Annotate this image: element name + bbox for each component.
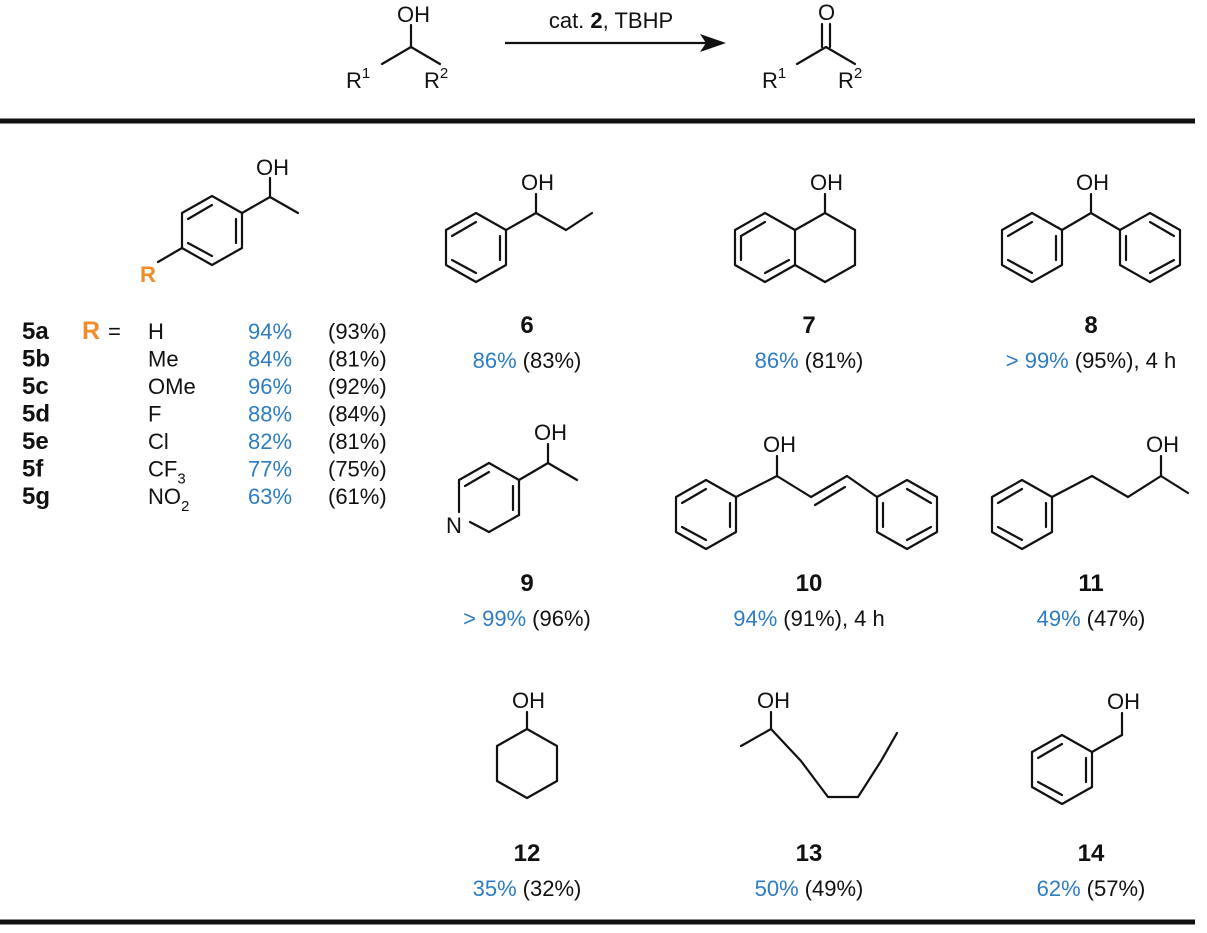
oh-label: OH [757,688,790,713]
oh-label: OH [1146,432,1179,457]
compound-label: 5g [22,483,50,510]
compound-captions: 6 86%(83%) 7 86%(81%) 8 > 99%(95%), 4 h 9 > 99%… [463,312,1176,901]
isolated-yield: (81%) [328,429,387,454]
conversion-yield: 88% [248,402,292,427]
isolated-yield: (84%) [328,402,387,427]
substituent-label: Cl [148,429,169,454]
compound-label: 11 [1078,570,1103,597]
compound-label: 8 [1084,312,1097,339]
series-5-table: 5a H 94% (93%) 5b Me 84% (81%) 5c OMe 96% (92%) 5d F 8… [22,318,387,515]
compound-yield: 86%(83%) [473,348,582,373]
substituent-label: OMe [148,374,196,399]
oh-label: OH [763,432,796,457]
product-r1-label: R1 [762,65,786,93]
conversion-yield: 84% [248,347,292,372]
compound-label: 5e [22,428,49,455]
reaction-arrow: cat. 2, TBHP [505,8,726,52]
conversion-yield: 77% [248,457,292,482]
r-substituent-label: R [140,262,156,287]
compound-yield: 49%(47%) [1037,606,1146,631]
compound-label: 9 [520,570,533,597]
structure-9: N OH [446,420,579,538]
r-equals-sign: = [108,319,121,344]
arrow-head-icon [700,34,726,52]
conversion-yield: 63% [248,484,292,509]
reactant-oh-label: OH [397,2,430,27]
reactant-alcohol: OH R1 R2 [346,2,448,93]
compound-yield: 35%(32%) [473,876,582,901]
oh-label: OH [256,155,289,180]
structure-8: OH [1000,170,1182,284]
structure-5-aryl-ethanol: OH R [140,155,300,287]
compound-label: 5b [22,346,50,373]
compound-yield: > 99%(95%), 4 h [1006,348,1177,373]
reaction-conditions: cat. 2, TBHP [549,8,673,33]
product-r2-label: R2 [838,65,862,93]
oh-label: OH [810,170,843,195]
compound-yield: 50%(49%) [755,876,864,901]
compound-label: 5c [22,373,49,400]
conversion-yield: 94% [248,319,292,344]
compound-yield: 86%(81%) [755,348,864,373]
substituent-label: H [148,319,164,344]
compound-yield: 62%(57%) [1037,876,1146,901]
compound-label: 7 [802,312,815,339]
oh-label: OH [534,420,567,445]
conversion-yield: 96% [248,374,292,399]
reaction-scheme: OH R1 R2 cat. 2, TBHP O R1 R2 [346,0,862,93]
structure-14: OH [1030,689,1140,806]
compound-label: 10 [796,570,823,597]
oh-label: OH [521,170,554,195]
compound-label: 5a [22,318,49,345]
compound-label: 14 [1078,840,1105,867]
product-ketone: O R1 R2 [762,0,862,93]
isolated-yield: (92%) [328,374,387,399]
compound-label: 13 [796,840,823,867]
isolated-yield: (93%) [328,319,387,344]
substituent-label: Me [148,347,179,372]
oh-label: OH [1076,170,1109,195]
compound-label: 5f [22,456,44,483]
compound-label: 6 [520,312,533,339]
reactant-r2-label: R2 [424,65,448,93]
isolated-yield: (75%) [328,457,387,482]
substituent-label: NO2 [148,484,189,515]
product-o-label: O [818,0,835,25]
compound-yield: 94%(91%), 4 h [733,606,885,631]
structure-11: OH [990,432,1190,551]
conversion-yield: 82% [248,429,292,454]
structure-12: OH [495,688,559,800]
structure-7: OH [733,170,857,284]
compound-yield: > 99%(96%) [463,606,591,631]
isolated-yield: (81%) [328,347,387,372]
reactant-r1-label: R1 [346,65,370,93]
n-atom-label: N [446,513,462,538]
substituent-label: CF3 [148,457,186,488]
oh-label: OH [1107,689,1140,714]
structure-6: OH [444,170,594,284]
oh-label: OH [512,688,545,713]
compound-label: 5d [22,401,50,428]
r-group-key-label: R [82,317,100,345]
structure-13: OH [739,688,899,799]
substituent-label: F [148,402,161,427]
structure-10: OH [674,432,939,551]
isolated-yield: (61%) [328,484,387,509]
compound-label: 12 [514,840,541,867]
